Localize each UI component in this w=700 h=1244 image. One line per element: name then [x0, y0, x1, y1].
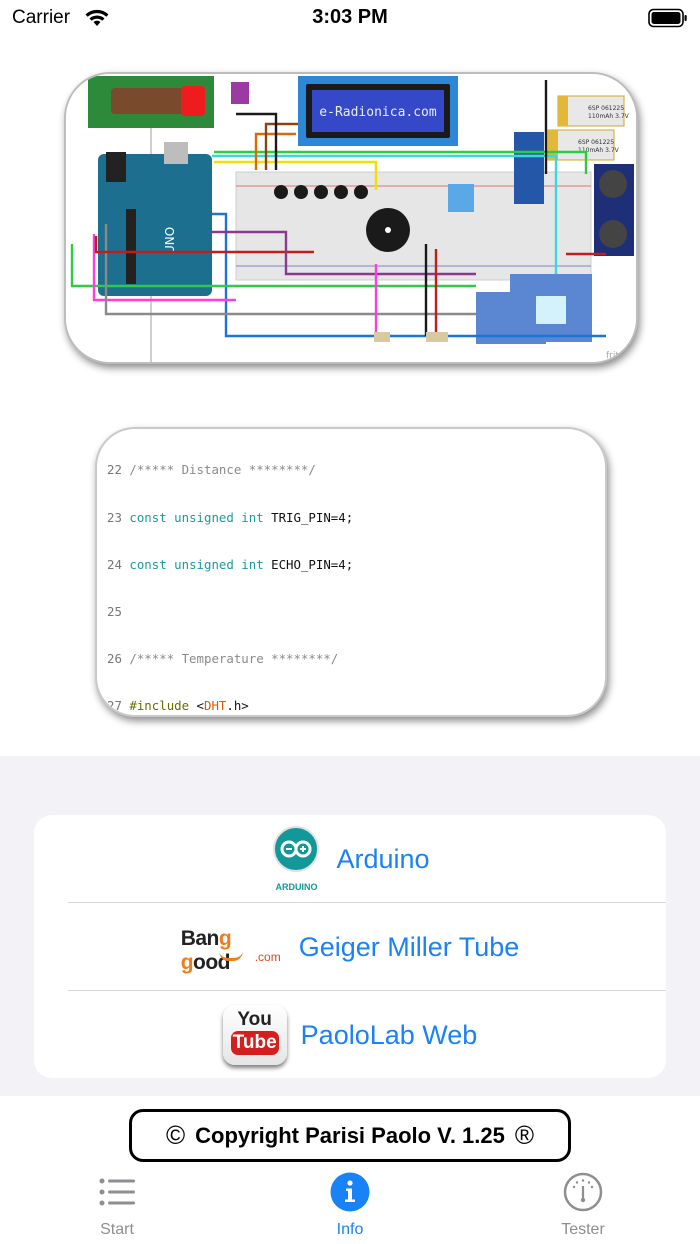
svg-text:6SP 061225: 6SP 061225	[578, 139, 614, 146]
youtube-logo-icon: You Tube	[222, 1005, 287, 1065]
info-icon	[330, 1172, 370, 1212]
code-listing: 22 /***** Distance ********/ 23 const un…	[107, 462, 354, 713]
carrier-label: Carrier	[12, 7, 71, 28]
copyright-symbol: ©	[165, 1120, 186, 1150]
link-label[interactable]: PaoloLab Web	[300, 1019, 478, 1050]
registered-symbol: ®	[514, 1120, 535, 1150]
copyright-badge: © Copyright Parisi Paolo V. 1.25 ®	[129, 1109, 571, 1162]
copyright-text: Copyright Parisi Paolo V. 1.25	[195, 1122, 505, 1148]
circuit-diagram-image: e-Radionica.com UNO	[66, 74, 636, 362]
battery-full-icon	[648, 8, 687, 28]
svg-text:110mAh 3.7V: 110mAh 3.7V	[578, 147, 620, 154]
link-label[interactable]: Geiger Miller Tube	[298, 931, 520, 962]
fritzing-watermark: fritzing	[606, 351, 636, 361]
tab-tester[interactable]: Tester	[523, 1166, 643, 1244]
links-section: ARDUINO Arduino Bang good .com Geiger Mi…	[0, 756, 700, 1096]
wifi-icon	[85, 9, 109, 26]
lcd-text: e-Radionica.com	[319, 105, 437, 120]
divider	[68, 902, 666, 903]
svg-text:110mAh 3.7V: 110mAh 3.7V	[588, 113, 630, 120]
tab-bar: Start Info Tester	[0, 1166, 700, 1244]
clock: 3:03 PM	[312, 6, 388, 28]
gauge-icon	[563, 1172, 603, 1212]
tab-start[interactable]: Start	[57, 1166, 177, 1244]
links-list: ARDUINO Arduino Bang good .com Geiger Mi…	[34, 815, 666, 1078]
code-snippet-image: 22 /***** Distance ********/ 23 const un…	[97, 429, 605, 715]
svg-text:6SP 061225: 6SP 061225	[588, 105, 624, 112]
link-arduino[interactable]: ARDUINO Arduino	[34, 815, 666, 903]
link-paololab-web[interactable]: You Tube PaoloLab Web	[34, 991, 666, 1078]
list-icon	[99, 1178, 135, 1206]
link-label[interactable]: Arduino	[336, 843, 430, 874]
arduino-logo-icon: ARDUINO	[270, 826, 322, 892]
banggood-logo-icon: Bang good .com	[180, 927, 281, 974]
svg-text:UNO: UNO	[163, 227, 177, 254]
tab-info[interactable]: Info	[290, 1166, 410, 1244]
status-bar: Carrier 3:03 PM	[0, 0, 700, 40]
divider	[68, 990, 666, 991]
link-geiger-miller-tube[interactable]: Bang good .com Geiger Miller Tube	[34, 903, 666, 991]
